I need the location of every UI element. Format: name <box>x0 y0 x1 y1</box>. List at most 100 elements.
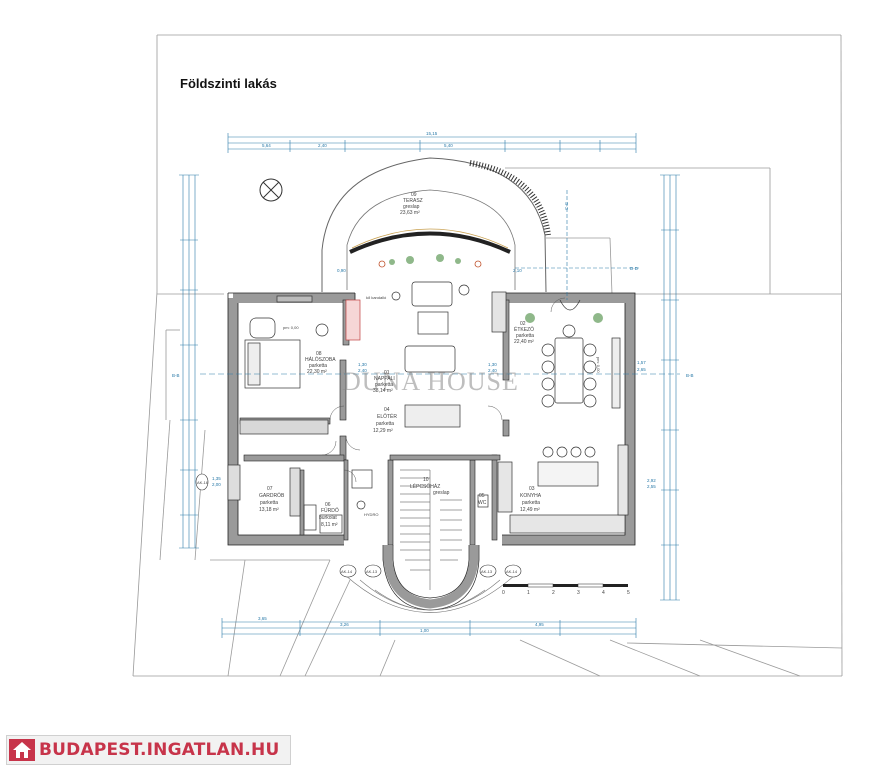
room-number: 07 <box>267 486 273 492</box>
room-label-bathroom: 06 FÜRDŐ burkolat 8,11 m² <box>319 502 339 528</box>
room-floor: parketta <box>376 421 394 427</box>
dining-plants <box>525 313 603 323</box>
fireplace-label: kő kandalló <box>366 295 387 300</box>
dim-g: 2,40 <box>488 368 497 373</box>
dim-j: 1,57 <box>637 360 646 365</box>
room-name: FÜRDŐ <box>321 507 339 514</box>
dim-bottom-s: 4,95 <box>535 622 544 627</box>
dim-top-a: 5,64 <box>262 143 271 148</box>
room-area: 13,18 m² <box>259 507 279 513</box>
room-number: 08 <box>316 351 322 357</box>
room-name: KONYHA <box>520 493 542 499</box>
dining-furniture <box>541 299 621 409</box>
dim-l: 2,92 <box>647 478 656 483</box>
room-label-dining: 02 ÉTKEZŐ parketta 22,40 m² <box>514 321 534 345</box>
room-floor: parketta <box>309 363 327 369</box>
dim-m: 2,55 <box>647 484 656 489</box>
room-floor: parketta <box>260 500 278 506</box>
section-bb-left-label: B-B <box>172 373 180 378</box>
room-number: 04 <box>384 407 390 413</box>
room-number: 03 <box>529 486 535 492</box>
page-title: Földszinti lakás <box>180 76 277 91</box>
dim-d: 1,30 <box>358 362 367 367</box>
ak-marker-3: AK-13 <box>481 569 493 574</box>
scale-5: 5 <box>627 590 630 596</box>
dim-top-b: 2,40 <box>318 143 327 148</box>
room-number: 09 <box>411 192 417 198</box>
site-context-lines <box>132 34 843 677</box>
room-name: WC <box>478 500 487 506</box>
ak-marker-5: AK-16 <box>197 480 209 485</box>
terrace-plants <box>389 254 461 265</box>
dim-n: 1,35 <box>212 476 221 481</box>
room-name: LÉPCSŐHÁZ <box>410 483 440 490</box>
section-bb-right-label: B-B <box>686 373 694 378</box>
site-brand-text: BUDAPEST.INGATLAN.HU <box>39 740 280 760</box>
stair-tower <box>382 545 480 611</box>
ak-markers <box>195 473 522 578</box>
section-markers <box>200 190 680 375</box>
room-area: 22,30 m² <box>307 369 327 375</box>
elevation-label: pm: 0,00 <box>283 325 299 330</box>
section-cc-label: C-C <box>564 201 569 210</box>
north-symbol-icon <box>259 178 283 202</box>
dim-top-c: 5,40 <box>444 143 453 148</box>
dim-bottom-q: 3,26 <box>340 622 349 627</box>
room-label-bedroom: 08 HÁLÓSZOBA parketta 22,30 m² <box>305 351 336 375</box>
room-name: HÁLÓSZOBA <box>305 356 336 363</box>
room-floor: greslap <box>403 204 420 210</box>
dim-o: 2,00 <box>212 482 221 487</box>
room-floor: greslap <box>433 490 450 496</box>
room-label-living: 01 NAPPALI parketta 38,14 m² <box>373 370 395 394</box>
room-number: 10 <box>423 477 429 483</box>
site-logo: BUDAPEST.INGATLAN.HU <box>6 735 291 765</box>
room-area: 22,40 m² <box>514 339 534 345</box>
room-number: 06 <box>325 502 331 508</box>
terrace-outline <box>321 157 551 293</box>
living-furniture <box>345 281 507 428</box>
left-dimension-lines <box>179 174 199 549</box>
scale-bar <box>503 583 628 588</box>
house-logo-icon <box>9 739 35 761</box>
room-label-wc: 05 WC <box>478 493 487 506</box>
dim-e: 2,40 <box>358 368 367 373</box>
room-floor: parketta <box>516 333 534 339</box>
room-label-hall: 04 ELŐTÉR parketta 12,29 m² <box>373 407 397 434</box>
scale-2: 2 <box>552 590 555 596</box>
room-name: ÉTKEZŐ <box>514 326 534 333</box>
bottom-dimension-lines <box>221 618 637 638</box>
room-area: 12,29 m² <box>373 428 393 434</box>
room-area: 23,63 m² <box>400 210 420 216</box>
elevation-label-dining: pm: 0,00 <box>596 357 601 373</box>
scale-3: 3 <box>577 590 580 596</box>
ak-marker-2: AK-13 <box>366 569 378 574</box>
room-label-kitchen: 03 KONYHA parketta 12,49 m² <box>520 486 542 513</box>
dim-h: 0,90 <box>337 268 346 273</box>
room-name: NAPPALI <box>374 376 395 382</box>
terrace-lights <box>378 260 482 268</box>
ak-marker-4: AK-14 <box>506 569 518 574</box>
room-area: 8,11 m² <box>321 522 338 528</box>
scale-0: 0 <box>502 590 505 596</box>
wardrobe-bath-furniture <box>227 464 489 534</box>
stair-steps <box>400 469 462 590</box>
door-swings <box>321 297 566 483</box>
ak-marker-1: AK-14 <box>341 569 353 574</box>
room-name: ELŐTÉR <box>377 413 397 420</box>
entry-arcs <box>344 574 516 613</box>
room-label-terrace: 09 TERASZ greslap 23,63 m² <box>400 192 423 216</box>
kitchen-furniture <box>497 444 629 534</box>
room-floor: parketta <box>375 382 393 388</box>
room-name: GARDRÓB <box>259 492 285 499</box>
section-dd-label: D-D <box>630 266 639 271</box>
dim-bottom-p: 3,65 <box>258 616 267 621</box>
watermark-text: DUNA HOUSE <box>342 367 519 396</box>
room-number: 02 <box>520 321 526 327</box>
scale-1: 1 <box>527 590 530 596</box>
top-dimension-lines <box>227 133 637 153</box>
room-area: 38,14 m² <box>373 388 393 394</box>
room-label-wardrobe: 07 GARDRÓB parketta 13,18 m² <box>259 486 285 513</box>
bedroom-furniture <box>239 295 329 435</box>
room-label-staircase: 10 LÉPCSŐHÁZ greslap <box>410 477 450 496</box>
